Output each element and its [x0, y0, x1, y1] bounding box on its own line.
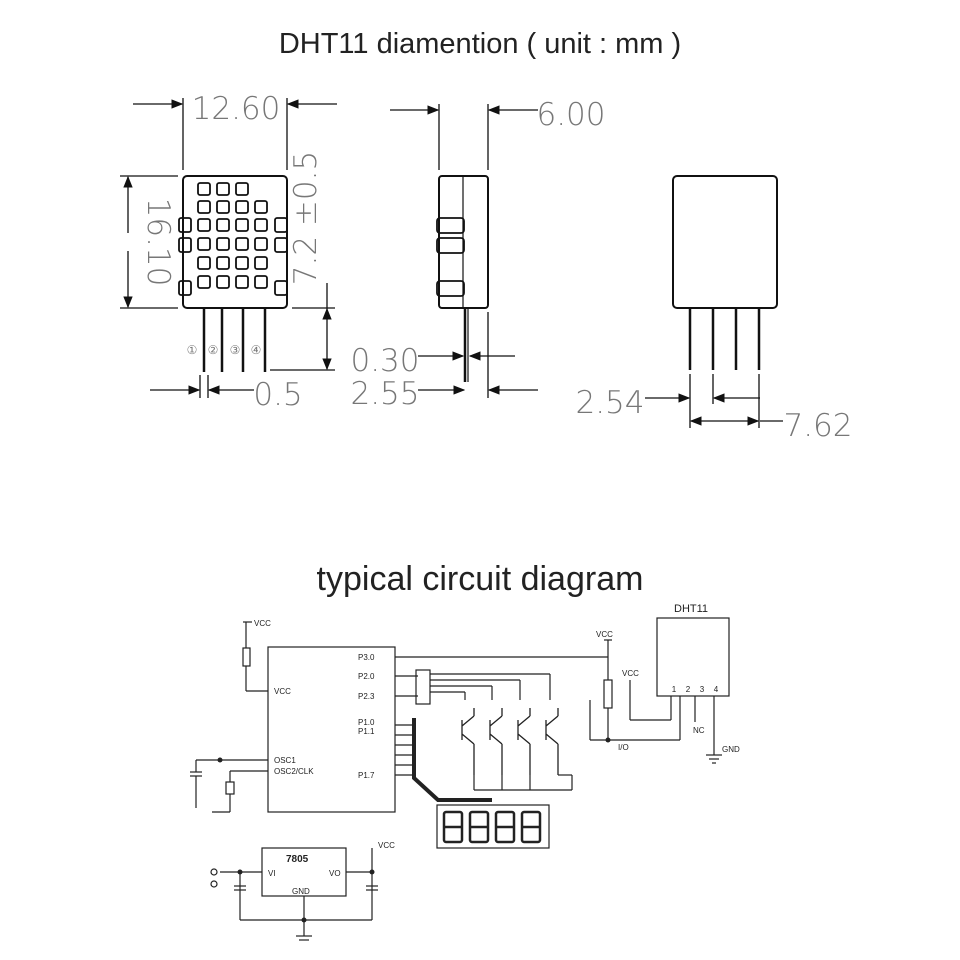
vent-hole [235, 182, 249, 196]
vent-hole [197, 218, 211, 232]
vent-hole [254, 275, 268, 289]
label-p20: P2.0 [358, 672, 375, 681]
digits [442, 810, 542, 844]
transistors [461, 708, 559, 775]
side-notch [178, 237, 192, 253]
pin-number-3: ③ [230, 343, 241, 357]
dim-pin-width: 0.5 [253, 377, 302, 413]
label-p17: P1.7 [358, 771, 375, 780]
label-vo: VO [329, 869, 341, 878]
label-p10: P1.0 [358, 718, 375, 727]
label-p11: P1.1 [358, 727, 375, 736]
vent-hole [235, 275, 249, 289]
label-dht11-pin2: 2 [686, 685, 691, 694]
dim-side-pin: 0.30 [350, 343, 419, 379]
vent-hole [216, 237, 230, 251]
front-pins [202, 308, 267, 372]
label-dht11-pin1: 1 [672, 685, 677, 694]
vent-hole [216, 218, 230, 232]
label-vcc-4: VCC [378, 841, 395, 850]
vent-hole [197, 200, 211, 214]
side-notch [274, 217, 288, 233]
pullup-resistor [242, 647, 251, 667]
label-7805: 7805 [286, 854, 309, 865]
vent-hole [197, 256, 211, 270]
front-view [120, 98, 337, 398]
vent-hole [216, 275, 230, 289]
circuit-schematic [190, 617, 730, 941]
vent-hole [235, 218, 249, 232]
vent-hole [216, 200, 230, 214]
sensor-body-rear [672, 175, 778, 309]
side-notch [274, 237, 288, 253]
data-pullup-resistor [603, 679, 613, 709]
pin-number-2: ② [208, 343, 219, 357]
dht11-module [656, 617, 730, 697]
dim-side-offset: 2.55 [350, 376, 419, 412]
vent-hole [254, 200, 268, 214]
buffer-array [415, 669, 431, 705]
rear-view [645, 175, 783, 428]
vent-hole [254, 256, 268, 270]
side-notch [178, 217, 192, 233]
pin-number-4: ④ [251, 343, 262, 357]
circuit-dots [217, 737, 611, 923]
label-p23: P2.3 [358, 692, 375, 701]
vent-hole [235, 200, 249, 214]
label-p30: P3.0 [358, 653, 375, 662]
label-vi: VI [268, 869, 276, 878]
seven-segment-display [436, 804, 550, 849]
dim-front-height: 16.10 [140, 198, 176, 287]
label-dht11: DHT11 [674, 603, 708, 615]
vent-hole [197, 237, 211, 251]
dimensions-title: DHT11 diamention ( unit : mm ) [278, 28, 682, 60]
label-osc1: OSC1 [274, 756, 296, 765]
vent-hole [254, 218, 268, 232]
label-vcc-3: VCC [622, 669, 639, 678]
label-mcu-vcc: VCC [274, 687, 291, 696]
vent-hole [235, 237, 249, 251]
side-view [390, 104, 538, 398]
vent-hole [235, 256, 249, 270]
dim-rear-span: 7.62 [783, 408, 852, 444]
vent-grid [178, 182, 288, 296]
crystal [225, 781, 235, 795]
label-dht11-pin4: 4 [714, 685, 719, 694]
side-notch [178, 280, 192, 296]
label-osc2: OSC2/CLK [274, 767, 314, 776]
vent-hole [216, 256, 230, 270]
vent-hole [216, 182, 230, 196]
side-notch [274, 280, 288, 296]
circuit-title: typical circuit diagram [316, 560, 644, 598]
label-reg-gnd: GND [292, 887, 310, 896]
label-gnd: GND [722, 745, 740, 754]
dim-front-body-depth: 7.2 ±0.5 [288, 151, 324, 285]
vent-hole [197, 275, 211, 289]
vent-hole [254, 237, 268, 251]
dim-side-depth: 6.00 [536, 97, 605, 133]
label-dht11-pin3: 3 [700, 685, 705, 694]
mcu-chip [267, 646, 396, 813]
dim-rear-pitch: 2.54 [575, 385, 644, 421]
label-vcc-1: VCC [254, 619, 271, 628]
vent-hole [197, 182, 211, 196]
label-nc: NC [693, 726, 705, 735]
label-io: I/O [618, 743, 629, 752]
pin-number-1: ① [187, 343, 198, 357]
dim-front-width: 12.60 [192, 91, 281, 127]
label-vcc-2: VCC [596, 630, 613, 639]
